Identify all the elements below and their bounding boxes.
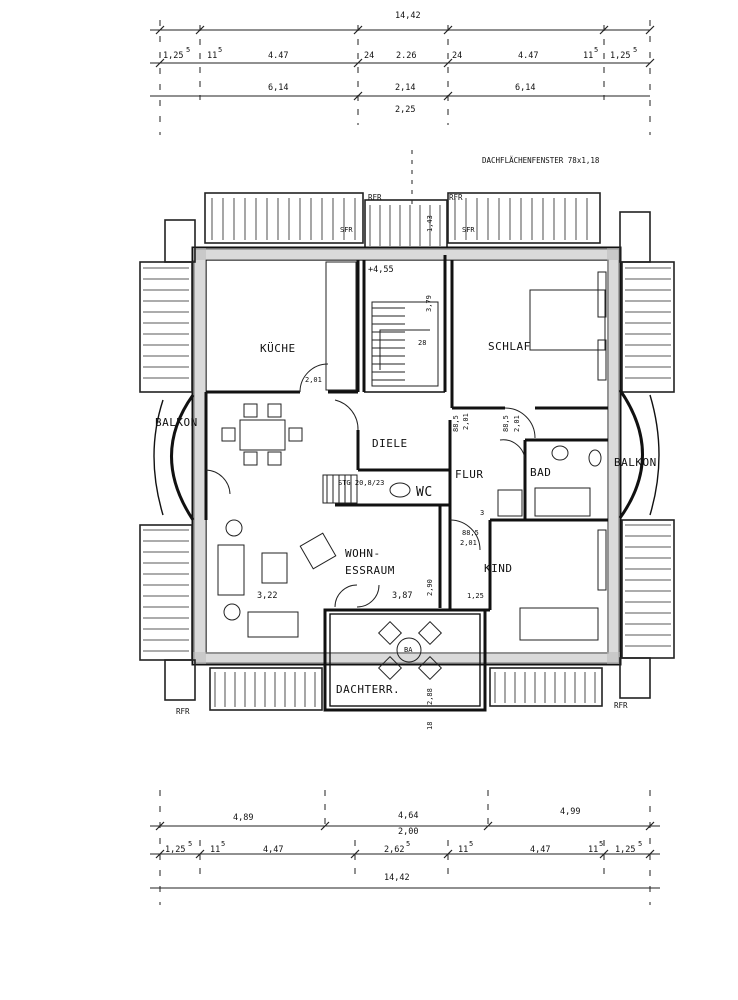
dim-top-2: 11 [207, 51, 217, 61]
dim-stg: STG 20,8/23 [338, 479, 384, 487]
room-flur: FLUR [455, 468, 484, 481]
top-dimension-chain: 14,42 1,25 5 11 5 4.47 24 2.26 24 4.47 1… [150, 11, 655, 135]
dim-bot-r2-2: 11 [210, 845, 220, 855]
dim-top-5: 2.26 [396, 51, 416, 61]
dim-201-kitchen: 2,01 [305, 376, 322, 384]
roof-window-note: DACHFLÄCHENFENSTER 78x1,18 [482, 156, 600, 165]
dim-18: 18 [426, 722, 434, 730]
dim-288: 2,88 [426, 688, 434, 705]
dim-top-8-sup: 5 [594, 46, 598, 54]
room-wc: WC [416, 485, 433, 500]
dim-387: 3,87 [392, 591, 412, 601]
dim-top-1: 1,25 [163, 51, 183, 61]
room-bad: BAD [530, 466, 551, 479]
label-rfr-top-right: RFR [449, 193, 463, 202]
balcony-left-curve [170, 394, 195, 521]
label-rfr-bottom-right: RFR [614, 701, 628, 710]
dim-top-9-sup: 5 [633, 46, 637, 54]
dim-bot-3: 4,99 [560, 807, 580, 817]
dim-bot-r2-6: 4,47 [530, 845, 550, 855]
dim-bot-r2-8: 1,25 [615, 845, 635, 855]
dim-3: 3 [480, 509, 484, 517]
dim-201-schlaf: 2,01 [513, 415, 521, 432]
dim-top-2-sup: 5 [218, 46, 222, 54]
dim-322: 3,22 [257, 591, 277, 601]
label-rfr-top-left: RFR [368, 193, 382, 202]
dim-top-8: 11 [583, 51, 593, 61]
doors [205, 363, 536, 608]
dim-stair-height: +4,55 [368, 265, 394, 275]
room-dachterrasse: DACHTERR. [336, 683, 400, 696]
roof-terrace [323, 608, 487, 712]
dim-885-3: 88,5 [462, 529, 479, 537]
dim-top-r2-2: 2,14 [395, 83, 415, 93]
dim-top-r2-3: 6,14 [515, 83, 535, 93]
dim-379: 3,79 [425, 295, 433, 312]
dim-top-4: 24 [364, 51, 374, 61]
dim-bot-total: 14,42 [384, 873, 410, 883]
dim-143: 1,43 [426, 215, 434, 232]
dim-bot-r2-2-sup: 5 [221, 840, 225, 848]
dim-top-r2-1: 6,14 [268, 83, 288, 93]
label-rfr-bottom-left: RFR [176, 707, 190, 716]
dim-125: 1,25 [467, 592, 484, 600]
dim-bot-r2-5-sup: 5 [469, 840, 473, 848]
dim-bot-r2-4: 2,62 [384, 845, 404, 855]
staircase [322, 301, 439, 504]
dim-top-total: 14,42 [395, 11, 421, 21]
room-diele: DIELE [372, 437, 408, 450]
dim-201-kind: 2,01 [460, 539, 477, 547]
interior-walls [204, 255, 608, 612]
balcony-right-curve [618, 389, 644, 519]
dim-bot-r2-1-sup: 5 [188, 840, 192, 848]
room-wohn-line2: ESSRAUM [345, 564, 395, 577]
dim-885-1: 88,5 [452, 415, 460, 432]
dim-top-1-sup: 5 [186, 46, 190, 54]
dim-top-9: 1,25 [610, 51, 630, 61]
label-sfr-left: SFR [340, 226, 353, 234]
label-ba: BA [404, 646, 413, 654]
room-kind: KIND [484, 562, 513, 575]
bottom-dimension-chain: 4,89 4,64 4,99 2,00 1,25 5 11 5 4,47 2,6… [150, 790, 660, 905]
dim-top-7: 4.47 [518, 51, 538, 61]
dim-bot-r2-7-sup: 5 [599, 840, 603, 848]
dim-top-6: 24 [452, 51, 462, 61]
room-balkon-left: BALKON [155, 416, 198, 429]
dim-top-r3: 2,25 [395, 105, 415, 115]
dim-885-2: 88,5 [502, 415, 510, 432]
room-wohn-line1: WOHN- [345, 547, 381, 560]
dim-bot-2: 4,64 [398, 811, 418, 821]
room-kueche: KÜCHE [260, 342, 296, 355]
label-sfr-right: SFR [462, 226, 475, 234]
dim-290: 2,90 [426, 579, 434, 596]
top-dormers [204, 192, 601, 249]
bottom-dormers [209, 667, 603, 711]
dim-bot-r2-3: 4,47 [263, 845, 283, 855]
dim-bot-200: 2,00 [398, 827, 418, 837]
dim-bot-r2-5: 11 [458, 845, 468, 855]
dim-bot-r2-4-sup: 5 [406, 840, 410, 848]
dim-top-3: 4.47 [268, 51, 288, 61]
dim-201-flur: 2,01 [462, 413, 470, 430]
room-schlaf: SCHLAF [488, 340, 531, 353]
side-roof-slopes [139, 211, 675, 701]
outer-walls [191, 246, 622, 666]
furniture [217, 261, 607, 641]
dim-bot-r2-7: 11 [588, 845, 598, 855]
room-balkon-right: BALKON [614, 456, 657, 469]
dim-28: 28 [418, 339, 426, 347]
dim-bot-r2-8-sup: 5 [638, 840, 642, 848]
roof-hatching [143, 198, 671, 707]
dim-bot-1: 4,89 [233, 813, 253, 823]
dim-bot-r2-1: 1,25 [165, 845, 185, 855]
